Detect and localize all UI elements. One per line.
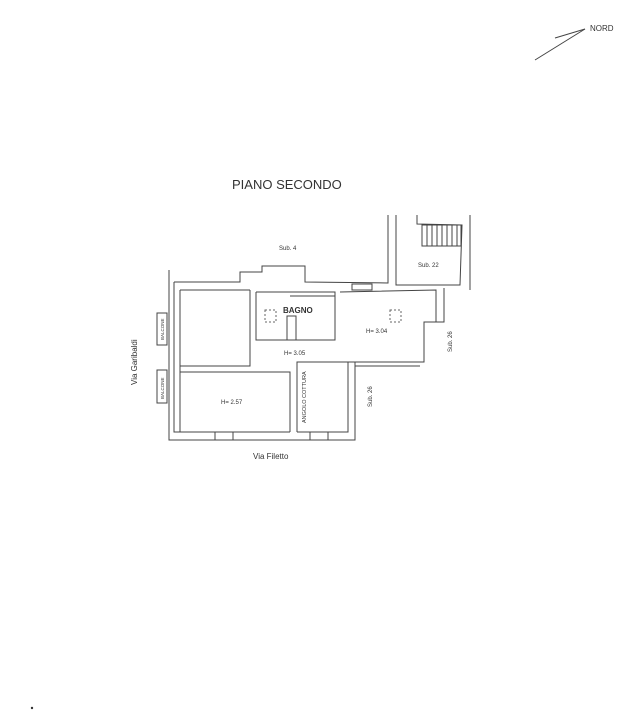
north-arrow-icon — [534, 28, 586, 61]
sub22-label: Sub. 22 — [418, 263, 439, 269]
height-304-label: H= 3.04 — [366, 329, 388, 335]
balcone-2-label: BALCONE — [160, 377, 165, 399]
sub4-label: Sub. 4 — [279, 246, 297, 252]
sub26-lower-label: Sub. 26 — [368, 386, 374, 407]
via-garibaldi-label: Via Garibaldi — [130, 339, 139, 385]
balcone-1-label: BALCONE — [160, 318, 165, 340]
height-257-label: H= 2.57 — [221, 400, 243, 406]
height-305-label: H= 3.05 — [284, 351, 306, 357]
balcone-1 — [156, 312, 168, 346]
plan-title: PIANO SECONDO — [232, 177, 342, 192]
bagno-label: BAGNO — [283, 306, 313, 315]
north-label: NORD — [590, 24, 614, 33]
sub26-right-label: Sub. 26 — [448, 331, 454, 352]
dot-mark — [30, 706, 34, 710]
via-filetto-label: Via Filetto — [253, 452, 289, 461]
walls — [156, 215, 471, 441]
stairs-icon — [421, 224, 462, 247]
balcone-2 — [156, 369, 168, 404]
angolo-cottura-label: ANGOLO COTTURA — [302, 371, 308, 423]
